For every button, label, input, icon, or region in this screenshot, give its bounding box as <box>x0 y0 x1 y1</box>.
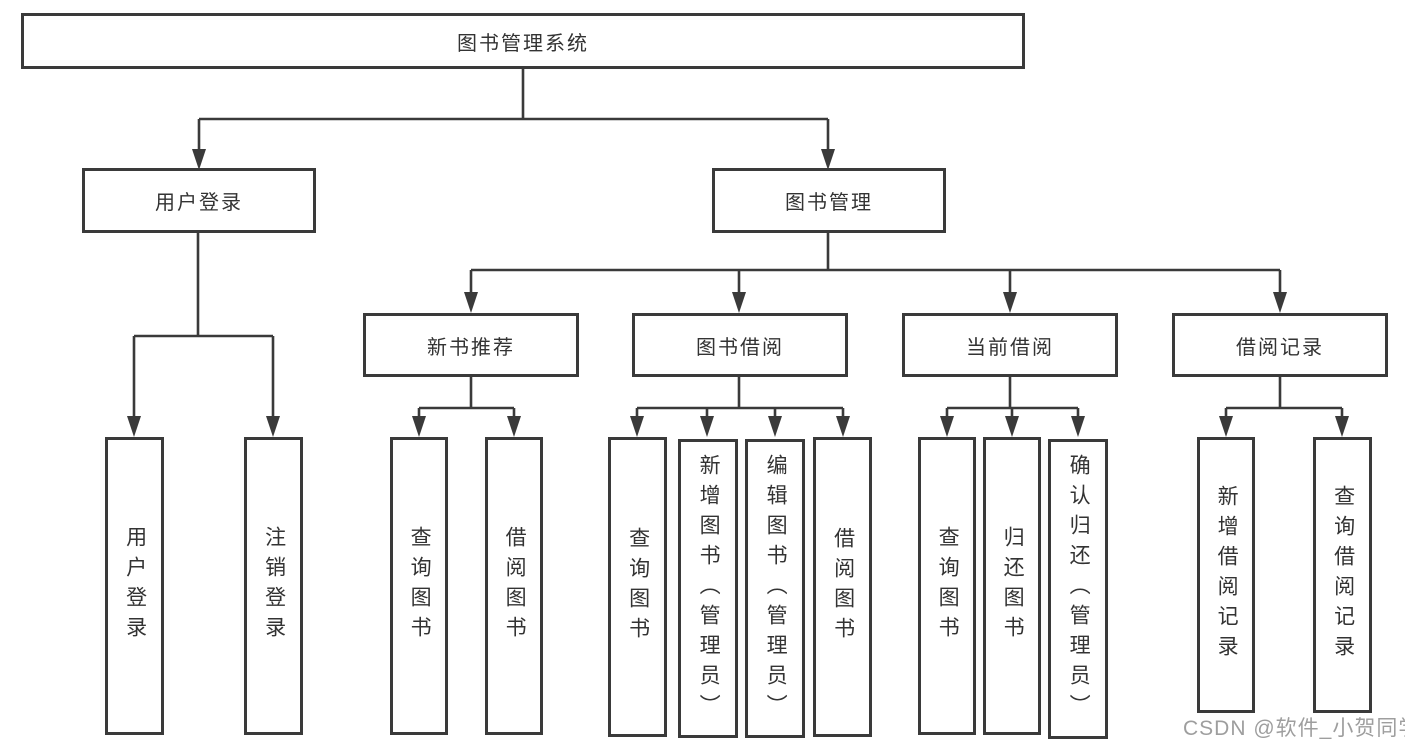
node-label: 当前借阅 <box>966 336 1054 359</box>
node-label: 图书管理 <box>785 192 873 214</box>
leaf-borrow-books: 借阅图书 <box>813 437 872 737</box>
leaf-add-books-admin: 新增图书（管理员） <box>678 439 738 738</box>
arrow-down-icon <box>768 416 782 437</box>
node-label: 查询图书 <box>626 527 650 647</box>
node-label: 编辑图书（管理员） <box>764 453 788 724</box>
node-label: 归还图书 <box>1001 526 1025 646</box>
node-label: 新增借阅记录 <box>1215 485 1239 665</box>
arrow-down-icon <box>412 416 426 437</box>
arrow-down-icon <box>821 149 835 170</box>
leaf-query-borrow-record: 查询借阅记录 <box>1313 437 1372 713</box>
arrow-down-icon <box>127 416 141 437</box>
arrow-down-icon <box>192 149 206 170</box>
node-label: 借阅记录 <box>1236 336 1324 359</box>
leaf-logout: 注销登录 <box>244 437 303 735</box>
leaf-query-books: 查询图书 <box>918 437 976 735</box>
leaf-edit-books-admin: 编辑图书（管理员） <box>745 439 805 738</box>
node-label: 查询图书 <box>936 526 960 646</box>
arrow-down-icon <box>732 292 746 313</box>
arrow-down-icon <box>266 416 280 437</box>
leaf-borrow-books: 借阅图书 <box>485 437 543 735</box>
csdn-watermark: CSDN @软件_小贺同学 <box>1183 717 1405 740</box>
node-user-login: 用户登录 <box>82 168 316 233</box>
node-label: 注销登录 <box>262 526 286 646</box>
node-borrowing-records: 借阅记录 <box>1172 313 1388 377</box>
arrow-down-icon <box>1219 416 1233 437</box>
node-library-management-system: 图书管理系统 <box>21 13 1025 69</box>
arrow-down-icon <box>700 416 714 437</box>
arrow-down-icon <box>1273 292 1287 313</box>
node-book-management: 图书管理 <box>712 168 946 233</box>
arrow-down-icon <box>507 416 521 437</box>
leaf-add-borrow-record: 新增借阅记录 <box>1197 437 1255 713</box>
node-current-borrowing: 当前借阅 <box>902 313 1118 377</box>
node-label: 用户登录 <box>123 526 147 646</box>
arrow-down-icon <box>1003 292 1017 313</box>
arrow-down-icon <box>464 292 478 313</box>
arrow-down-icon <box>940 416 954 437</box>
arrowheads <box>127 149 1349 437</box>
leaf-query-books: 查询图书 <box>390 437 448 735</box>
leaf-user-login: 用户登录 <box>105 437 164 735</box>
node-label: 借阅图书 <box>503 526 527 646</box>
arrow-down-icon <box>630 416 644 437</box>
node-label: 图书借阅 <box>696 336 784 359</box>
leaf-query-books: 查询图书 <box>608 437 667 737</box>
node-label: 新书推荐 <box>427 336 515 359</box>
leaf-confirm-return-admin: 确认归还（管理员） <box>1048 439 1108 739</box>
node-label: 查询借阅记录 <box>1331 485 1355 665</box>
node-book-borrowing: 图书借阅 <box>632 313 848 377</box>
node-label: 图书管理系统 <box>457 32 589 55</box>
arrow-down-icon <box>1071 416 1085 437</box>
tree-edges <box>132 68 1344 421</box>
node-label: 确认归还（管理员） <box>1067 454 1091 724</box>
node-label: 查询图书 <box>408 526 432 646</box>
node-label: 新增图书（管理员） <box>697 453 721 724</box>
leaf-return-books: 归还图书 <box>983 437 1041 735</box>
node-new-book-recommend: 新书推荐 <box>363 313 579 377</box>
arrow-down-icon <box>1005 416 1019 437</box>
node-label: 用户登录 <box>155 192 243 214</box>
arrow-down-icon <box>836 416 850 437</box>
node-label: 借阅图书 <box>831 527 855 647</box>
arrow-down-icon <box>1335 416 1349 437</box>
